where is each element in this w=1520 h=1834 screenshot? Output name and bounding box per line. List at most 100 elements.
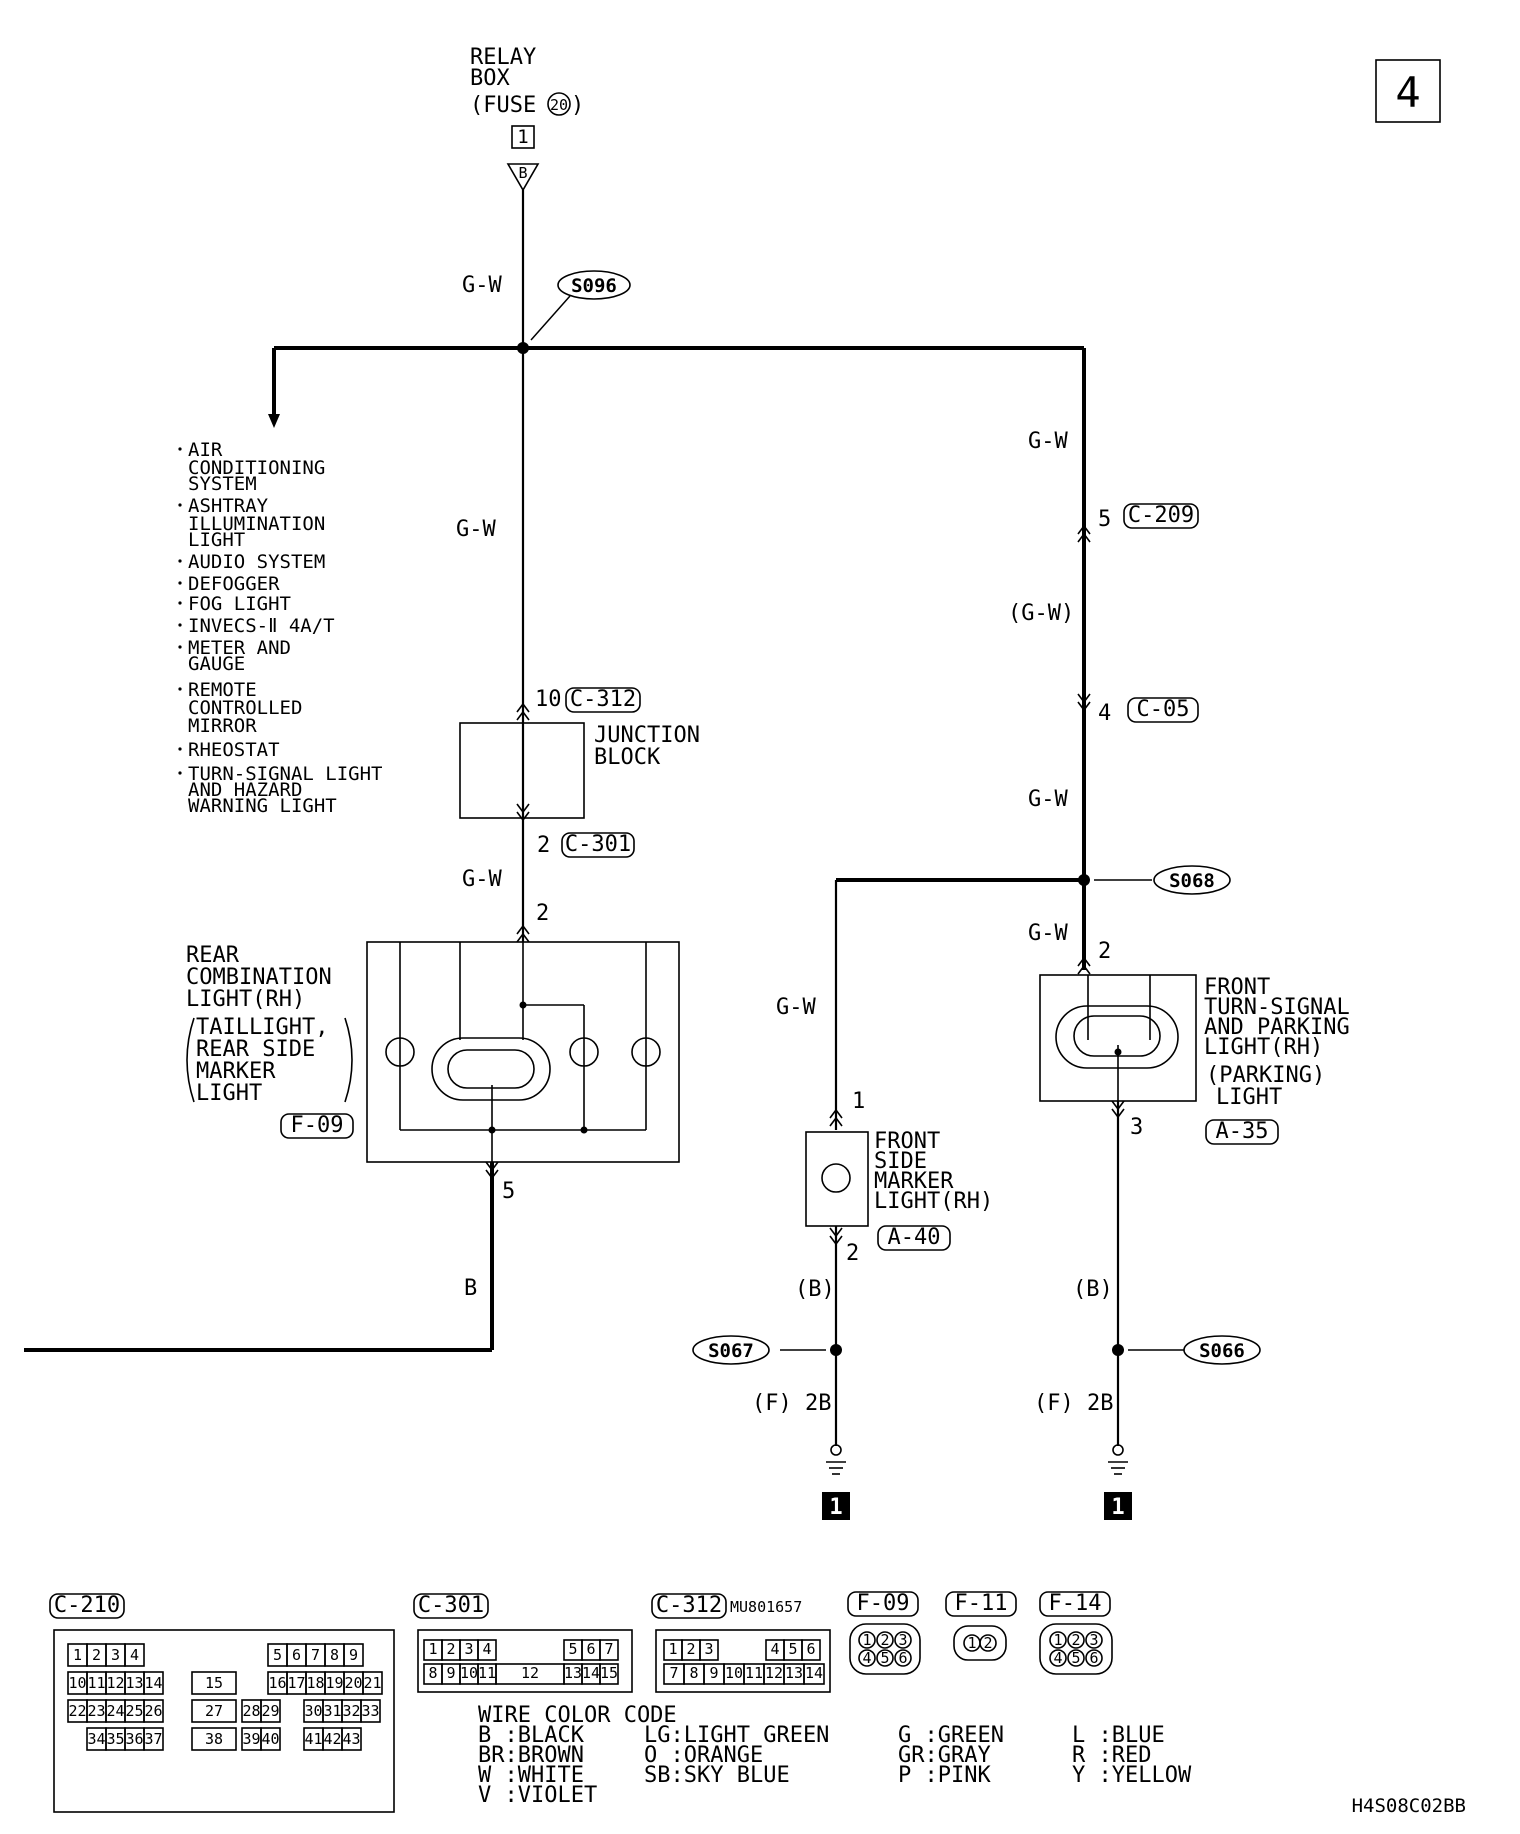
- pin-number: 24: [106, 1702, 124, 1720]
- pin-number: 11: [87, 1674, 105, 1692]
- splice-s067-oval: [692, 1335, 770, 1365]
- pin-number: 2: [686, 1640, 695, 1658]
- pin-cell: [599, 1639, 619, 1661]
- conn-c312-title: C-312: [656, 1593, 722, 1618]
- conn-f11-body: [953, 1625, 1007, 1661]
- pin-cell: [143, 1727, 164, 1751]
- pin-number: 5: [788, 1640, 797, 1658]
- pin-number: 4: [482, 1640, 491, 1658]
- pin-number: 9: [709, 1664, 718, 1682]
- pin-number: 1: [73, 1646, 82, 1664]
- pin-c05: 4: [1098, 701, 1111, 726]
- feed-bullet-icon: [178, 645, 182, 649]
- pin-rear-in: 2: [536, 901, 549, 926]
- pin-number: 3: [898, 1631, 907, 1649]
- pin-number: 14: [805, 1664, 823, 1682]
- pin-number: 2: [446, 1640, 455, 1658]
- rear-combo-label-5: REAR SIDE: [196, 1037, 315, 1062]
- wire-label-gw-right-mid: G-W: [1028, 787, 1068, 812]
- ground-1-symbol: [826, 1444, 846, 1475]
- splice-s067-dot: [830, 1344, 842, 1356]
- color-code-entry: L :BLUE: [1072, 1723, 1165, 1748]
- feed-bullet-icon: [178, 771, 182, 775]
- wire-label-gw-left-mid: G-W: [456, 517, 496, 542]
- conn-c210-title: C-210: [54, 1593, 120, 1618]
- pin-cell: [801, 1639, 821, 1661]
- round-pin: [1067, 1649, 1085, 1667]
- conn-a35-tag: [1205, 1119, 1279, 1145]
- pin-number: 31: [323, 1702, 341, 1720]
- pin-fsm-out: 2: [846, 1241, 859, 1266]
- front-turn-label-5: (PARKING): [1206, 1063, 1325, 1088]
- terminal-arrow-marks: [485, 524, 1125, 1246]
- ground-2-number: 1: [1111, 1495, 1124, 1520]
- pin-number: 7: [604, 1640, 613, 1658]
- wire-label-gw-right-low: G-W: [1028, 921, 1068, 946]
- feed-item: AUDIO SYSTEM: [188, 551, 325, 573]
- pin-number: 6: [292, 1646, 301, 1664]
- rear-combo-label-3: LIGHT(RH): [186, 987, 305, 1012]
- pin-front-turn-in: 2: [1098, 939, 1111, 964]
- pin-cell: [191, 1727, 237, 1751]
- pin-number: 23: [87, 1702, 105, 1720]
- conn-c210-body: [53, 1629, 395, 1813]
- wire-label-gw-right-top: G-W: [1028, 429, 1068, 454]
- page-number: 4: [1395, 68, 1420, 117]
- pin-number: 21: [363, 1674, 381, 1692]
- pin-cell: [143, 1671, 164, 1695]
- round-pin: [894, 1631, 912, 1649]
- conn-c209-label: C-209: [1128, 503, 1194, 528]
- round-pin: [894, 1649, 912, 1667]
- conn-c312-title-tag: [651, 1593, 727, 1619]
- color-code-entry: SB:SKY BLUE: [644, 1763, 790, 1788]
- front-side-label-4: LIGHT(RH): [874, 1189, 993, 1214]
- splice-s068: S068: [1169, 870, 1215, 892]
- pin-cell: [191, 1671, 237, 1695]
- feed-bullet-icon: [178, 747, 182, 751]
- pin-number: 27: [205, 1702, 223, 1720]
- conn-a35-label: A-35: [1216, 1119, 1269, 1144]
- conn-f09-body: [849, 1623, 921, 1675]
- feed-bullet-icon: [178, 623, 182, 627]
- conn-c301-body: [417, 1629, 633, 1693]
- pin-number: 20: [344, 1674, 362, 1692]
- conn-c210-tag: [49, 1593, 125, 1619]
- pin-number: 13: [564, 1664, 582, 1682]
- pin-number: 3: [464, 1640, 473, 1658]
- pin-cell: [699, 1639, 719, 1661]
- pin-cell: [477, 1639, 497, 1661]
- color-code-entry: Y :YELLOW: [1072, 1763, 1192, 1788]
- conn-f09-label: F-09: [291, 1113, 344, 1138]
- conn-c312-part-number: MU801657: [730, 1598, 802, 1616]
- feed-item: TURN-SIGNAL LIGHT: [188, 763, 382, 785]
- front-turn-internal-wiring: [1087, 975, 1151, 1101]
- pin-cell: [599, 1663, 619, 1685]
- conn-c312-body: [655, 1629, 831, 1693]
- pin-cell: [124, 1643, 145, 1667]
- splice-s096-pointer: [530, 295, 571, 341]
- diagram-code: H4S08C02BB: [1352, 1795, 1466, 1817]
- color-code-entry: B :BLACK: [478, 1723, 585, 1748]
- pin-number: 8: [689, 1664, 698, 1682]
- pin-number: 41: [304, 1730, 322, 1748]
- conn-c312-label: C-312: [570, 687, 636, 712]
- conn-f14-body: [1039, 1623, 1113, 1675]
- relay-box-fuse-close: ): [571, 93, 584, 118]
- fuse-number: 20: [550, 96, 568, 114]
- conn-c301-tag: [561, 832, 635, 858]
- pin-number: 10: [460, 1664, 478, 1682]
- pin-number: 6: [898, 1649, 907, 1667]
- conn-f11-title-tag: [945, 1591, 1017, 1617]
- conn-c301-title-tag: [413, 1593, 489, 1619]
- conn-a40-tag: [877, 1225, 951, 1251]
- pin-number: 1: [428, 1640, 437, 1658]
- pin-number: 4: [770, 1640, 779, 1658]
- pin-number: 3: [111, 1646, 120, 1664]
- conn-c05-label: C-05: [1137, 697, 1190, 722]
- pin-cell: [143, 1699, 164, 1723]
- fuse-number-circle: [547, 92, 571, 116]
